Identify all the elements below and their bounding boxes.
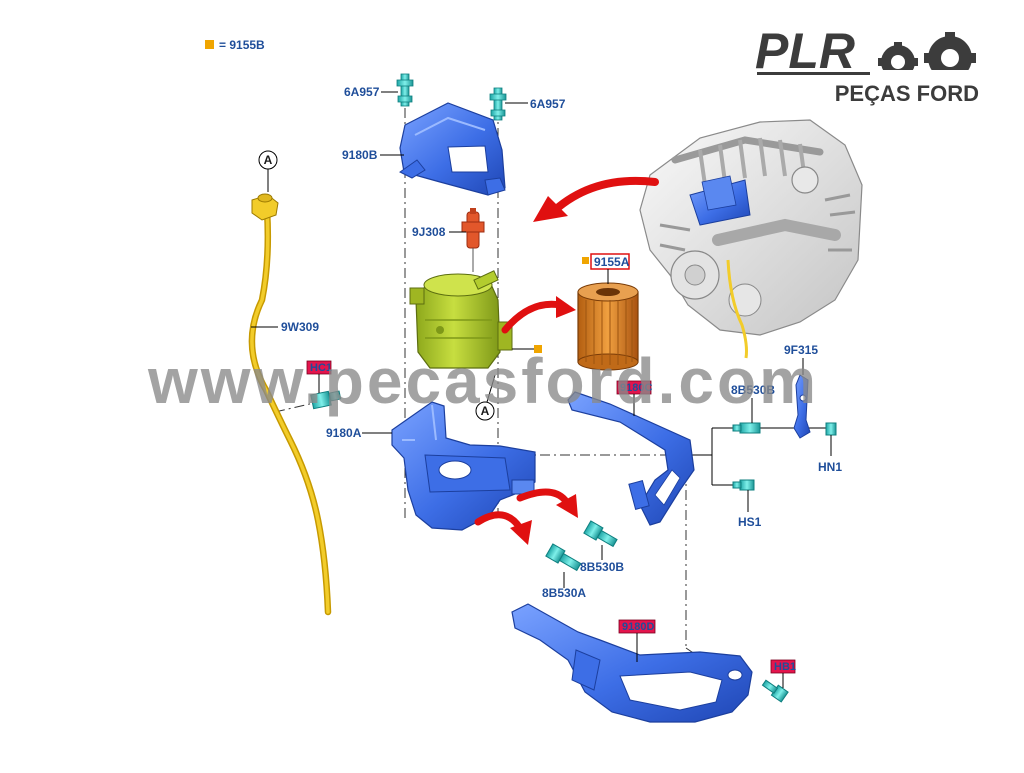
label-8b530b: 8B530B [580,560,624,574]
assembly-line [274,401,319,413]
fastener-6a957-left [396,73,414,107]
red-arrow-bolt-b [516,488,569,504]
red-arrow-bolt-a [474,511,524,532]
label-9180b: 9180B [342,148,378,162]
plr-logo: PLR PEÇAS FORD [755,23,980,106]
part-9f315-clip [793,374,811,439]
label-9180c: 9180C [620,382,652,394]
highlight-box-9155a [590,253,630,270]
logo-underline [757,72,979,75]
red-arrow-head [556,296,576,318]
bolt-hb1 [761,679,789,703]
bolt-hs1 [732,479,755,491]
label-6a957-left: 6A957 [344,85,380,99]
red-arrow-head [533,196,568,222]
watermark-text: www.pecasford.com [147,345,819,417]
callout-a-top [258,150,278,170]
red-arrow-head [556,494,578,518]
part-9j308-sensor [461,208,485,272]
label-9f315: 9F315 [784,343,818,357]
callout-a-mid-text: A [481,404,490,418]
connector-lines [686,427,740,486]
logo-title: PLR [755,23,855,79]
label-9155a: 9155A [594,255,630,269]
part-9155a-filter-element [577,282,639,371]
clip-hn1 [825,422,837,436]
red-arrow-head [510,520,532,545]
hose-connector [251,193,279,221]
red-arrow-filter [501,300,564,334]
fastener-6a957-right [489,87,507,121]
logo-subtitle: PEÇAS FORD [835,81,979,106]
part-9180b-cover [399,102,506,196]
label-hn1: HN1 [818,460,842,474]
label-9j308: 9J308 [412,225,446,239]
leader-a-mid [486,374,496,403]
label-8b530a: 8B530A [542,586,586,600]
bolt-8b530b [583,520,618,548]
part-9180d-bracket [511,603,753,723]
part-9w309-hose-highlight [250,208,330,614]
label-6a957-right: 6A957 [530,97,566,111]
part-9155b-marker [534,345,542,353]
part-9155a-marker [582,257,589,264]
red-arrow-engine [551,176,659,214]
label-9w309: 9W309 [281,320,319,334]
engine-illustration [639,119,863,359]
label-hc1: HC1 [310,362,332,374]
callout-a-mid [475,401,495,421]
label-hs1: HS1 [738,515,762,529]
fuel-filter-housing [409,270,513,369]
label-8b530b-right: 8B530B [731,383,775,397]
label-9180a: 9180A [326,426,362,440]
gear-icon [924,32,976,84]
part-9180c-bracket [567,391,695,526]
bolt-8b530a [545,543,582,572]
callout-a-top-text: A [264,153,273,167]
clip-hc1 [310,390,342,410]
bolt-8b530b-right [732,422,761,434]
part-9180a-bracket [391,401,536,531]
label-9180d: 9180D [622,621,654,633]
label-hb1: HB1 [774,661,796,673]
legend-swatch [205,40,214,49]
legend-text: = 9155B [219,38,265,52]
